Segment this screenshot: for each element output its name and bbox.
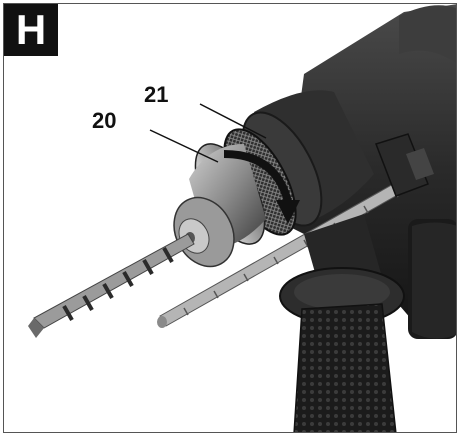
leader-line-20 (149, 129, 219, 163)
illustration-frame: H 21 20 (3, 3, 457, 433)
panel-letter-badge: H (4, 4, 58, 56)
leader-line-21 (199, 103, 267, 139)
callout-leaders (149, 103, 267, 163)
callout-label-21: 21 (144, 82, 169, 107)
auxiliary-handle (279, 214, 405, 432)
auxiliary-handle-clamp (375, 133, 434, 197)
hammer-drill-illustration (28, 4, 456, 432)
rotation-arrow (223, 150, 300, 224)
callout-label-20: 20 (92, 108, 117, 133)
drill-bit (28, 233, 195, 338)
